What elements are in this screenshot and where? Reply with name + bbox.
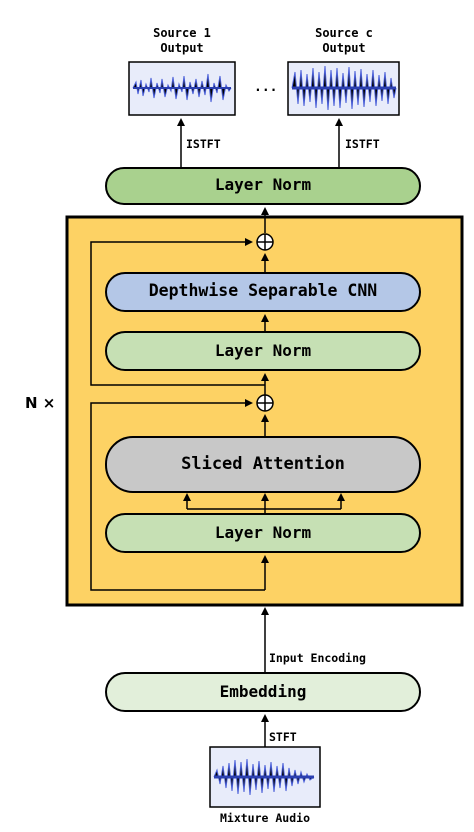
source-1-wave-trace: [132, 73, 232, 103]
lower-layer-norm-label: Layer Norm: [214, 523, 312, 542]
lower-layer-norm: [105, 513, 421, 553]
top-layer-norm: [105, 167, 421, 205]
istft-label-c: ISTFT: [345, 137, 380, 151]
source-c-wave-trace: [291, 65, 397, 111]
outputs-ellipsis: ...: [254, 80, 278, 95]
depthwise-cnn-block: [105, 272, 421, 312]
sliced-attention-label: Sliced Attention: [181, 454, 345, 474]
source-1-title-line2: Output: [160, 41, 204, 55]
repeat-label: N ×: [25, 394, 56, 412]
stft-label: STFT: [269, 730, 297, 744]
mixture-audio-label: Mixture Audio: [219, 811, 310, 825]
upper-layer-norm: [105, 331, 421, 371]
source-1-title: Source 1 Output: [122, 26, 242, 56]
depthwise-cnn-label: Depthwise Separable CNN: [148, 281, 378, 300]
sliced-attention-block: [105, 436, 421, 493]
istft-label-1: ISTFT: [186, 137, 221, 151]
source-c-title-line2: Output: [322, 41, 366, 55]
source-c-title: Source c Output: [284, 26, 404, 56]
top-layer-norm-label: Layer Norm: [214, 175, 312, 194]
mixture-wave-trace: [213, 758, 315, 796]
embedding-block: [105, 672, 421, 712]
source-1-title-line1: Source 1: [153, 26, 211, 40]
embedding-label: Embedding: [219, 682, 307, 701]
source-c-title-line1: Source c: [315, 26, 373, 40]
input-encoding-label: Input Encoding: [269, 651, 366, 665]
upper-layer-norm-label: Layer Norm: [214, 341, 312, 360]
